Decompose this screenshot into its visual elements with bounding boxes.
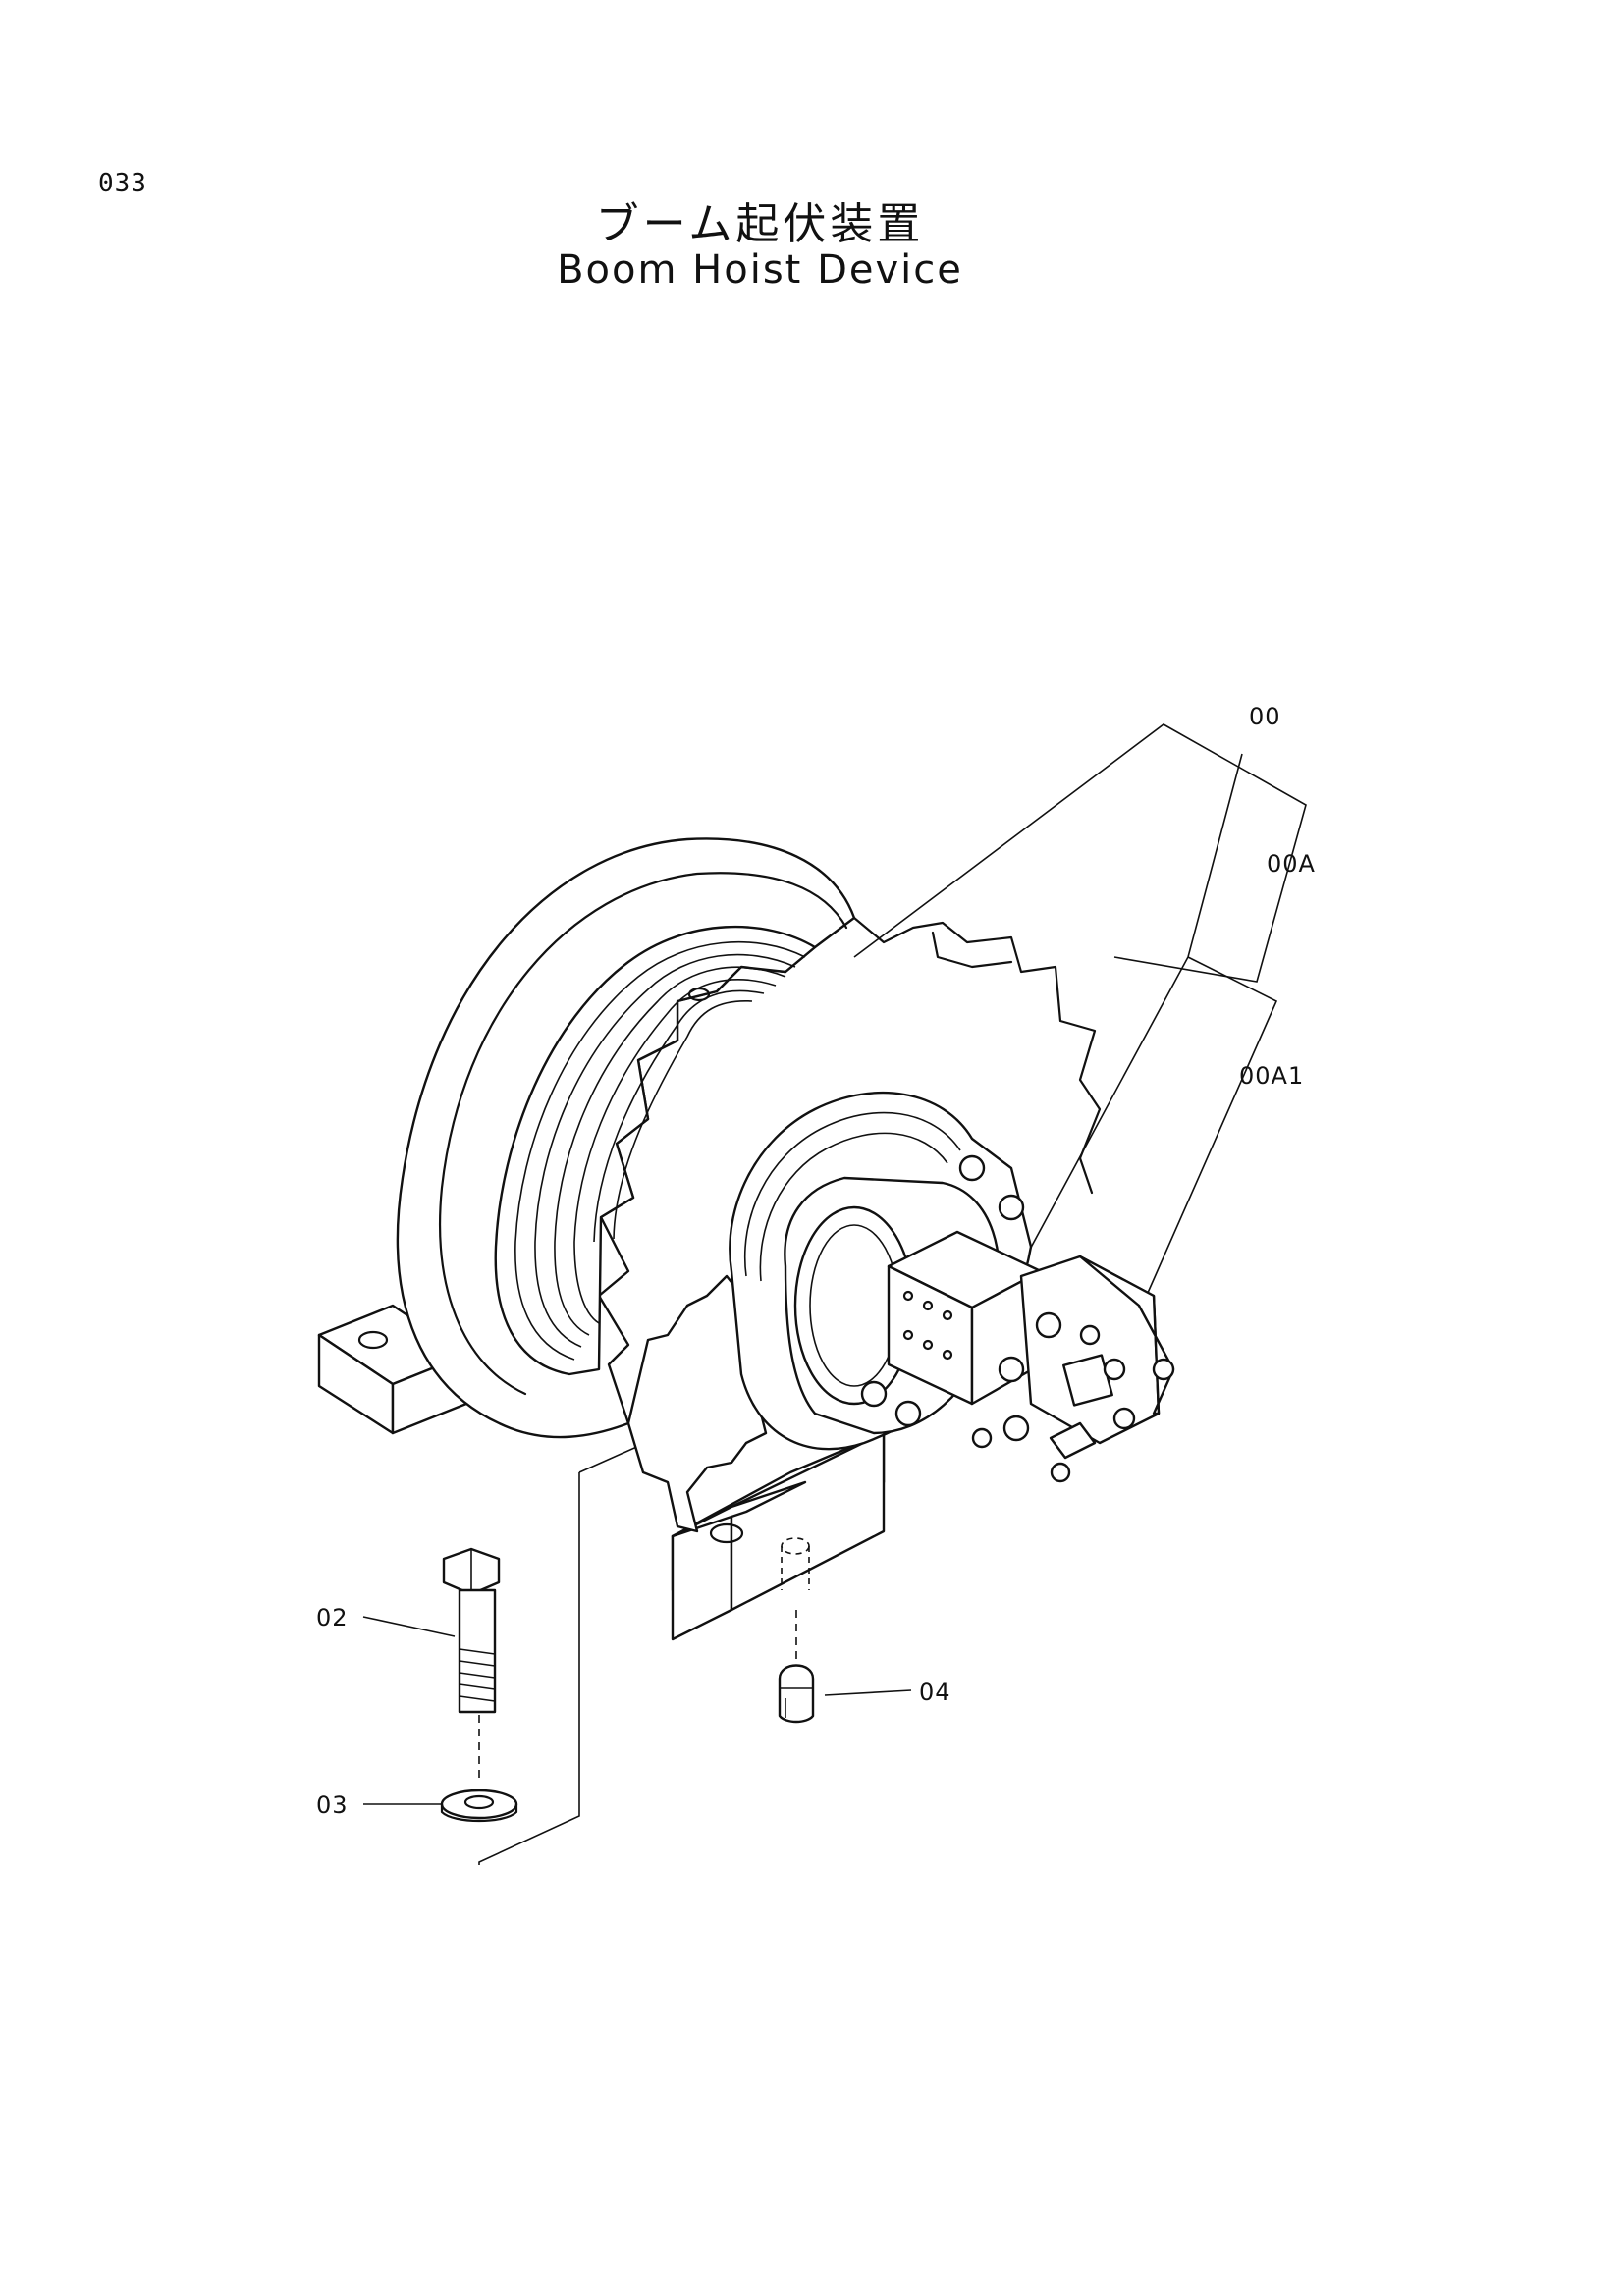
callout-00a1: 00A1 bbox=[1239, 1062, 1304, 1090]
page-title-japanese: ブーム起伏装置 bbox=[595, 199, 925, 249]
callout-00: 00 bbox=[1249, 703, 1281, 730]
page-number: 033 bbox=[98, 169, 147, 198]
drum-body bbox=[494, 916, 1102, 1376]
pin-04 bbox=[778, 1664, 815, 1724]
page-title-english: Boom Hoist Device bbox=[557, 247, 963, 293]
washer-03 bbox=[440, 1789, 518, 1823]
right-pedestal bbox=[671, 1431, 886, 1641]
callout-02: 02 bbox=[316, 1604, 349, 1631]
callout-00a: 00A bbox=[1267, 850, 1316, 878]
bolt-02 bbox=[442, 1547, 501, 1714]
motor-housing bbox=[729, 1092, 1175, 1483]
callout-04: 04 bbox=[919, 1679, 951, 1706]
callout-03: 03 bbox=[316, 1791, 349, 1819]
